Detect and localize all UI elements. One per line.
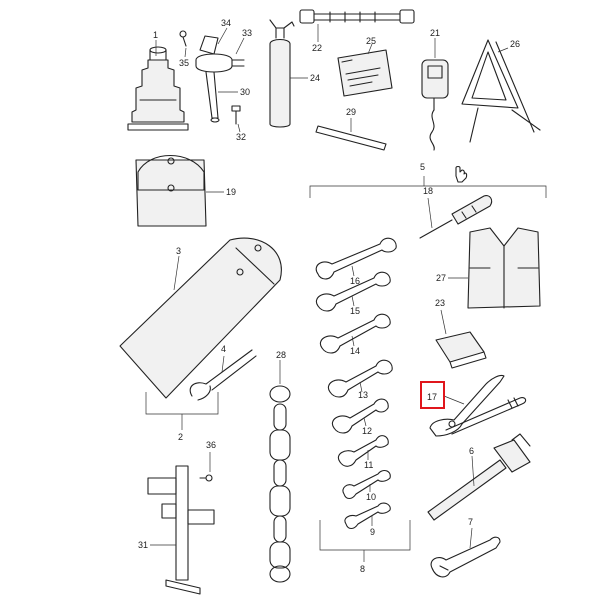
safety-vest[interactable] [467, 227, 541, 309]
callout-13: 13 [358, 390, 368, 400]
screwdriver[interactable] [419, 195, 493, 239]
callout-34: 34 [221, 18, 231, 28]
screw-36[interactable] [199, 474, 213, 482]
callout-8: 8 [360, 564, 365, 574]
open-end-spanners[interactable] [315, 237, 397, 530]
callout-24: 24 [310, 73, 320, 83]
fire-extinguisher[interactable] [269, 19, 295, 128]
callout-26: 26 [510, 39, 520, 49]
sponge-23[interactable] [435, 331, 487, 369]
callout-28: 28 [276, 350, 286, 360]
highlight-box-17 [420, 381, 445, 409]
callout-2: 2 [178, 432, 183, 442]
callout-4: 4 [221, 344, 226, 354]
callout-7: 7 [468, 517, 473, 527]
callout-30: 30 [240, 87, 250, 97]
callout-10: 10 [366, 492, 376, 502]
callout-12: 12 [362, 426, 372, 436]
hammer[interactable] [427, 433, 531, 521]
callout-22: 22 [312, 43, 322, 53]
screw-35[interactable] [179, 30, 187, 47]
callout-29: 29 [346, 107, 356, 117]
round-bar[interactable] [315, 125, 387, 151]
jack-bracket[interactable] [195, 35, 245, 123]
callout-25: 25 [366, 36, 376, 46]
bolt-32[interactable] [231, 105, 241, 125]
documents-booklet[interactable] [337, 49, 393, 97]
callout-21: 21 [430, 28, 440, 38]
wheel-brace[interactable] [189, 349, 257, 401]
callout-35: 35 [179, 58, 189, 68]
callout-6: 6 [469, 446, 474, 456]
callout-9: 9 [370, 527, 375, 537]
tool-pouch[interactable] [135, 154, 207, 227]
callout-36: 36 [206, 440, 216, 450]
support-bracket[interactable] [147, 465, 215, 595]
callout-16: 16 [350, 276, 360, 286]
bottle-jack[interactable] [127, 46, 189, 131]
callout-1: 1 [153, 30, 158, 40]
callout-31: 31 [138, 540, 148, 550]
tool-bag[interactable] [119, 237, 282, 399]
callout-3: 3 [176, 246, 181, 256]
callout-32: 32 [236, 132, 246, 142]
snow-chain[interactable] [269, 385, 291, 583]
pliers[interactable] [429, 374, 527, 437]
warning-triangle[interactable] [461, 39, 541, 143]
adjustable-wrench[interactable] [430, 536, 501, 578]
callout-14: 14 [350, 346, 360, 356]
callout-15: 15 [350, 306, 360, 316]
callout-19: 19 [226, 187, 236, 197]
callout-33: 33 [242, 28, 252, 38]
inspection-lamp[interactable] [421, 59, 449, 151]
callout-11: 11 [364, 460, 373, 470]
callout-23: 23 [435, 298, 445, 308]
callout-18: 18 [423, 186, 433, 196]
callout-27: 27 [436, 273, 446, 283]
callout-17: 17 [427, 392, 437, 402]
hand-cursor-icon [455, 165, 468, 183]
callout-5: 5 [420, 162, 425, 172]
tow-bar[interactable] [299, 9, 415, 24]
